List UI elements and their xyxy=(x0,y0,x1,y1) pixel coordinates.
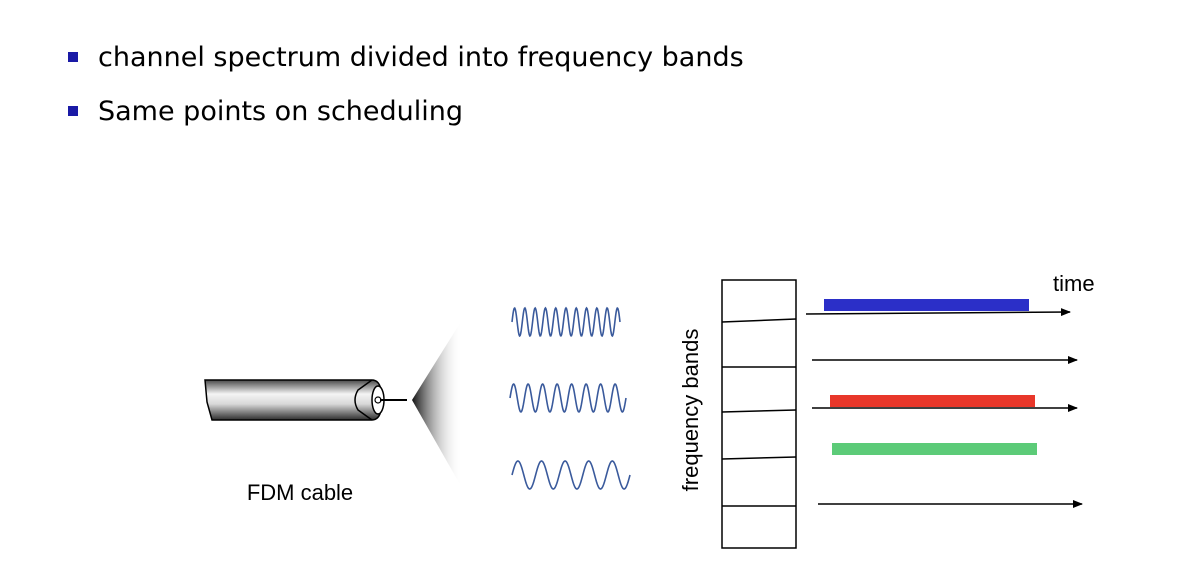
band-divider xyxy=(721,318,797,323)
cable-end-notch xyxy=(354,379,373,421)
fdm-cable xyxy=(204,379,407,421)
square-bullet-icon xyxy=(68,106,78,116)
band-bar-green xyxy=(832,443,1037,455)
bullet-text: channel spectrum divided into frequency … xyxy=(98,42,744,73)
band-divider xyxy=(721,409,797,413)
time-arrow xyxy=(805,308,1071,317)
time-label: time xyxy=(1053,271,1095,296)
signal-spread-cone xyxy=(412,320,462,488)
wave-high-frequency xyxy=(511,306,621,338)
band-bar-blue xyxy=(824,299,1029,311)
square-bullet-icon xyxy=(68,52,78,62)
frequency-bands-label: frequency bands xyxy=(678,329,703,492)
frequency-bands-box xyxy=(721,279,797,549)
bands-outline xyxy=(721,279,797,549)
wave-low-frequency xyxy=(511,460,631,490)
fdm-cable-label: FDM cable xyxy=(247,480,353,505)
band-divider xyxy=(721,456,797,460)
wave-medium-frequency xyxy=(509,383,627,413)
band-bar-red xyxy=(830,395,1035,407)
bullet-text: Same points on scheduling xyxy=(98,96,464,127)
